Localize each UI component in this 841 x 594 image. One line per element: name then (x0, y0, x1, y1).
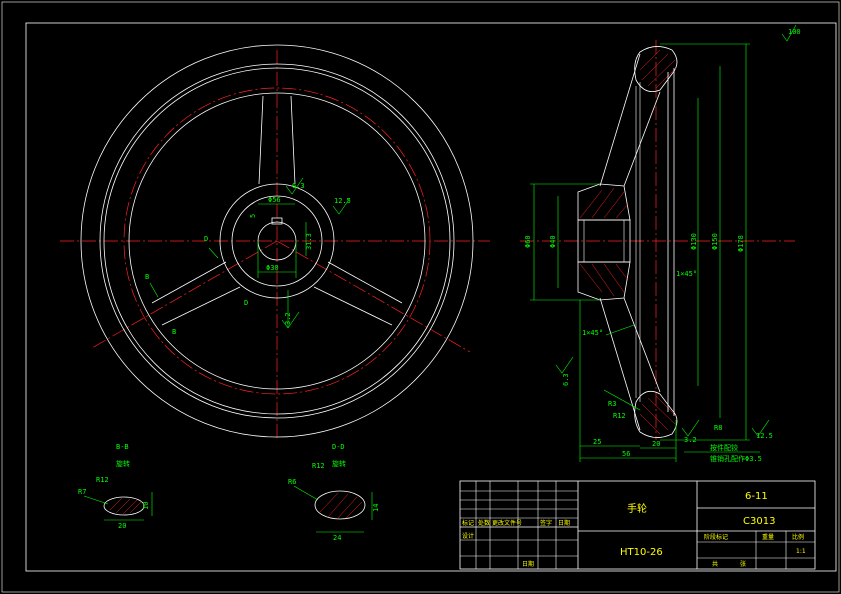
dim-chamfer-1: 1×45° (676, 270, 697, 278)
spoke-top-left-edge (258, 95, 264, 185)
dim-width-20: 20 (652, 440, 660, 448)
dim-width-56: 56 (622, 450, 630, 458)
spoke-left-bottom-edge (161, 286, 241, 326)
dim-roughness-rim-2: 12.5 (756, 432, 773, 440)
marker-d-lower: D (244, 299, 248, 307)
dim-b-r7: R7 (78, 488, 86, 496)
pitch-circle (123, 87, 431, 395)
section-d-label: D-D (332, 443, 345, 451)
section-b-label: B-B (116, 443, 129, 451)
tb-scale-label: 比例 (792, 533, 804, 541)
section-d-shape (314, 490, 366, 520)
dim-rim-inner: Φ130 (690, 233, 698, 250)
dim-keyway-width: 5 (249, 214, 257, 218)
spoke-side-bottom-left (599, 297, 641, 431)
tb-scale: 1:1 (796, 548, 806, 555)
dim-roughness-side: 6.3 (562, 373, 570, 386)
dim-hub-od: Φ60 (524, 235, 532, 248)
title-block: 标记 处数 更改文件号 签字 日期 设计 日期 手轮 HT10-26 6-11 … (459, 480, 816, 570)
tb-row-count: 处数 (478, 519, 490, 527)
spoke-side-top-right (623, 91, 661, 187)
tb-sheet: 共 (712, 560, 718, 568)
rim-mid-1 (99, 63, 455, 419)
dim-d-r12: R12 (312, 462, 325, 470)
roughness-corner-symbol: 100 (781, 24, 801, 42)
tb-row-mark: 标记 (462, 519, 474, 527)
section-d-sub: 旋转 (332, 459, 346, 468)
keyway (271, 217, 283, 225)
tb-stage: 阶段标记 (704, 533, 728, 541)
note-2: 锥销孔配作Φ3.5 (710, 454, 762, 463)
dim-roughness-rim: 3.2 (684, 436, 697, 444)
tb-designer: 设计 (462, 532, 474, 540)
spoke-left-top-edge (151, 261, 227, 304)
dim-radius-r3: R3 (608, 400, 616, 408)
hatch-rim-top (639, 49, 677, 89)
section-d-d: D-D 旋转 24 14 R6 R12 (288, 443, 380, 542)
dim-rim-mid: Φ150 (711, 233, 719, 250)
tb-weight: 重量 (762, 533, 774, 541)
dim-d-width: 24 (333, 534, 341, 542)
svg-text:100: 100 (788, 28, 801, 36)
tb-part-name: 手轮 (627, 502, 647, 515)
tb-sheet-of: 张 (740, 560, 746, 568)
inner-frame (25, 22, 837, 572)
side-view: Φ60 Φ40 Φ130 Φ150 Φ178 1×45° 1×45° 6.3 R… (520, 40, 795, 463)
dim-d-r6: R6 (288, 478, 296, 486)
rim-inner (128, 92, 426, 390)
dim-d-height: 14 (372, 504, 380, 512)
tb-row-sign: 签字 (540, 519, 552, 527)
dim-bore-dia: Φ30 (266, 264, 279, 272)
dim-radius-r8: R8 (714, 424, 722, 432)
hub-mid (231, 195, 323, 287)
hub-section-bottom (577, 261, 631, 301)
spoke-side-top-left (599, 53, 641, 187)
rim-mid-2 (103, 67, 451, 415)
section-b-sub: 旋转 (116, 459, 130, 468)
hub-section-top (577, 183, 631, 221)
front-view: D D B B Φ56 Φ30 31.3 5 6.3 12.5 3.2 (60, 44, 490, 440)
marker-b-upper: B (145, 273, 149, 281)
note-1: 按件配铰 (710, 443, 738, 452)
hub-outer (219, 183, 335, 299)
tb-row-change-doc: 更改文件号 (492, 519, 522, 527)
dim-width-25: 25 (593, 438, 601, 446)
hub-bore-section (577, 219, 631, 263)
tb-product-code: C3013 (743, 516, 775, 527)
tb-date: 日期 (522, 560, 534, 568)
hatch-hub-bottom (579, 263, 629, 297)
dim-roughness-bore: 12.5 (334, 197, 351, 205)
tb-row-date: 日期 (558, 519, 570, 527)
rim-outer (80, 44, 474, 438)
dim-roughness-hub: 6.3 (292, 182, 305, 190)
spoke-axis-right (276, 240, 471, 353)
section-b-b: B-B 旋转 20 10 R7 R12 (78, 443, 153, 530)
dim-rim-outer: Φ178 (737, 235, 745, 252)
spoke-right-bottom-edge (313, 286, 393, 326)
spoke-axis-left (91, 240, 278, 349)
hatch-hub-top (579, 187, 629, 219)
dim-b-r12: R12 (96, 476, 109, 484)
marker-b-lower: B (172, 328, 176, 336)
marker-d-left: D (204, 235, 208, 243)
spoke-top-right-edge (290, 95, 296, 185)
dim-keyway-depth: 31.3 (305, 233, 313, 250)
spoke-right-top-edge (327, 261, 403, 304)
section-b-shape (103, 496, 145, 516)
hatch-rim-bottom (639, 395, 677, 435)
dim-hub-id: Φ40 (549, 235, 557, 248)
tb-material: HT10-26 (620, 547, 663, 558)
dim-chamfer-2: 1×45° (582, 329, 603, 337)
dim-hub-dia: Φ56 (268, 196, 281, 204)
dim-roughness-key: 3.2 (284, 312, 292, 325)
spoke-side-bottom-right (623, 297, 661, 393)
dim-b-height: 10 (142, 502, 150, 510)
dim-b-width: 20 (118, 522, 126, 530)
dim-radius-r12: R12 (613, 412, 626, 420)
tb-drawing-no: 6-11 (745, 491, 768, 502)
